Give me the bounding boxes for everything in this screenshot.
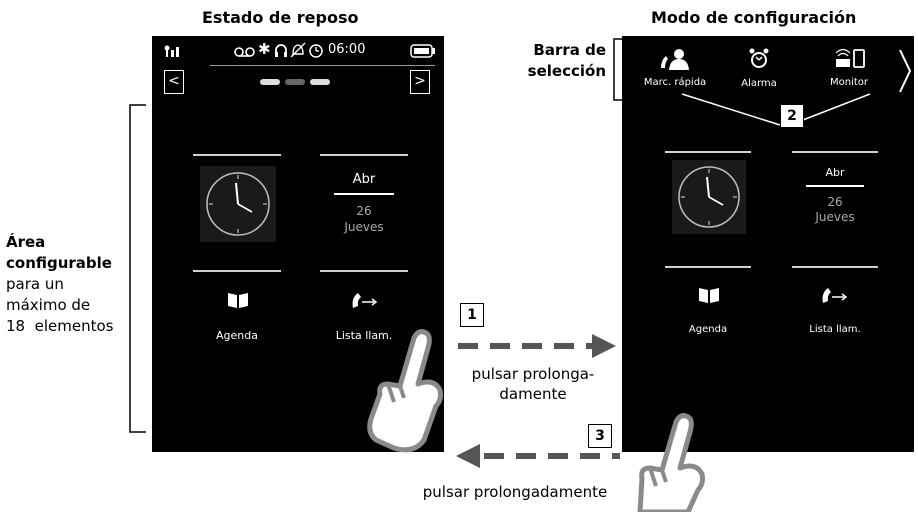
area-label-line: configurable: [6, 254, 112, 272]
clock-widget[interactable]: [200, 166, 276, 242]
nav-next-button[interactable]: >: [410, 70, 430, 94]
page-dot: [260, 79, 280, 85]
date-divider: [334, 193, 394, 195]
date-day: 26: [356, 204, 372, 218]
date-weekday: Jueves: [815, 210, 855, 224]
analog-clock-icon: [206, 172, 270, 236]
date-widget[interactable]: Abr 26 Jueves: [792, 160, 878, 238]
pointing-hand-icon: [367, 329, 443, 453]
backward-dashed-arrow: [456, 444, 620, 468]
step2-badge: 2: [780, 104, 804, 128]
forward-dashed-arrow: [458, 334, 616, 358]
date-weekday: Jueves: [344, 220, 384, 234]
selection-bar-label: Barra de selección: [514, 40, 606, 82]
area-label-line: 18 elementos: [6, 317, 114, 335]
selection-next-chevron-icon[interactable]: [898, 48, 912, 94]
date-month: Abr: [825, 166, 845, 179]
date-month: Abr: [352, 172, 376, 187]
step3-badge: 3: [588, 424, 612, 448]
selection-bar-bracket: [613, 38, 622, 101]
book-icon: [228, 293, 248, 308]
tile-calls-label[interactable]: Lista llam.: [335, 329, 393, 342]
bluetooth-icon: ✱: [258, 40, 271, 58]
area-label-line: máximo de: [6, 296, 91, 314]
step1-badge: 1: [460, 303, 484, 327]
call-list-icon: [822, 288, 848, 303]
alarm-clock-icon: [749, 48, 769, 68]
nav-prev-button[interactable]: <: [164, 70, 184, 94]
tile-top-line: [320, 154, 408, 156]
date-widget[interactable]: Abr 26 Jueves: [320, 166, 408, 244]
tile-top-line: [193, 154, 281, 156]
tile-agenda-label[interactable]: Agenda: [216, 329, 258, 342]
date-day: 26: [827, 195, 843, 209]
answering-machine-icon: [234, 47, 255, 57]
tile-top-line: [665, 151, 751, 153]
configurable-area-bracket: [129, 104, 146, 433]
config-mode-title: Modo de configuración: [651, 8, 857, 27]
selection-item-label[interactable]: Alarma: [741, 78, 777, 89]
status-time: 06:00: [328, 42, 366, 57]
pointing-hand-icon: [637, 413, 705, 512]
configurable-area-label: Área configurable para un máximo de 18 e…: [6, 232, 113, 337]
book-icon: [699, 288, 719, 303]
area-label-line: para un: [6, 275, 64, 293]
tile-top-line: [792, 266, 878, 268]
tile-top-line: [665, 266, 751, 268]
status-divider: [210, 65, 435, 66]
battery-icon: [410, 44, 435, 58]
speed-dial-icon: [661, 49, 689, 70]
selection-bar-label-line: Barra de: [533, 41, 606, 59]
tile-calls-label[interactable]: Lista llam.: [809, 324, 861, 335]
area-label-line: Área: [6, 233, 46, 251]
tile-top-line: [320, 270, 408, 272]
clock-widget[interactable]: [672, 160, 746, 234]
date-divider: [806, 185, 864, 187]
headset-icon: [275, 44, 287, 57]
ringer-off-icon: [290, 42, 306, 58]
call-list-icon: [352, 293, 378, 308]
tile-agenda-label[interactable]: Agenda: [688, 324, 728, 335]
baby-monitor-icon: [835, 48, 865, 68]
page-indicator: [260, 79, 330, 85]
idle-screen: ✱ 06:00 < > Abr: [152, 36, 444, 452]
page-dot: [310, 79, 330, 85]
tile-top-line: [792, 151, 878, 153]
long-press-caption-bottom: pulsar prolongadamente: [422, 483, 608, 501]
caption-line: damente: [499, 385, 567, 403]
selection-item-label[interactable]: Marc. rápida: [643, 77, 707, 88]
selection-bar-label-line: selección: [527, 62, 606, 80]
idle-state-title: Estado de reposo: [202, 8, 359, 27]
selection-item-label[interactable]: Monitor: [829, 77, 868, 88]
analog-clock-icon: [678, 166, 740, 228]
tile-top-line: [193, 270, 281, 272]
alarm-icon: [309, 44, 323, 58]
page-dot: [285, 79, 305, 85]
caption-line: pulsar prolonga-: [471, 365, 595, 383]
signal-icon: [164, 45, 179, 57]
long-press-caption: pulsar prolonga- damente: [458, 364, 608, 404]
config-screen: Marc. rápida Alarma Monitor Abr 26 Juev: [622, 36, 914, 452]
